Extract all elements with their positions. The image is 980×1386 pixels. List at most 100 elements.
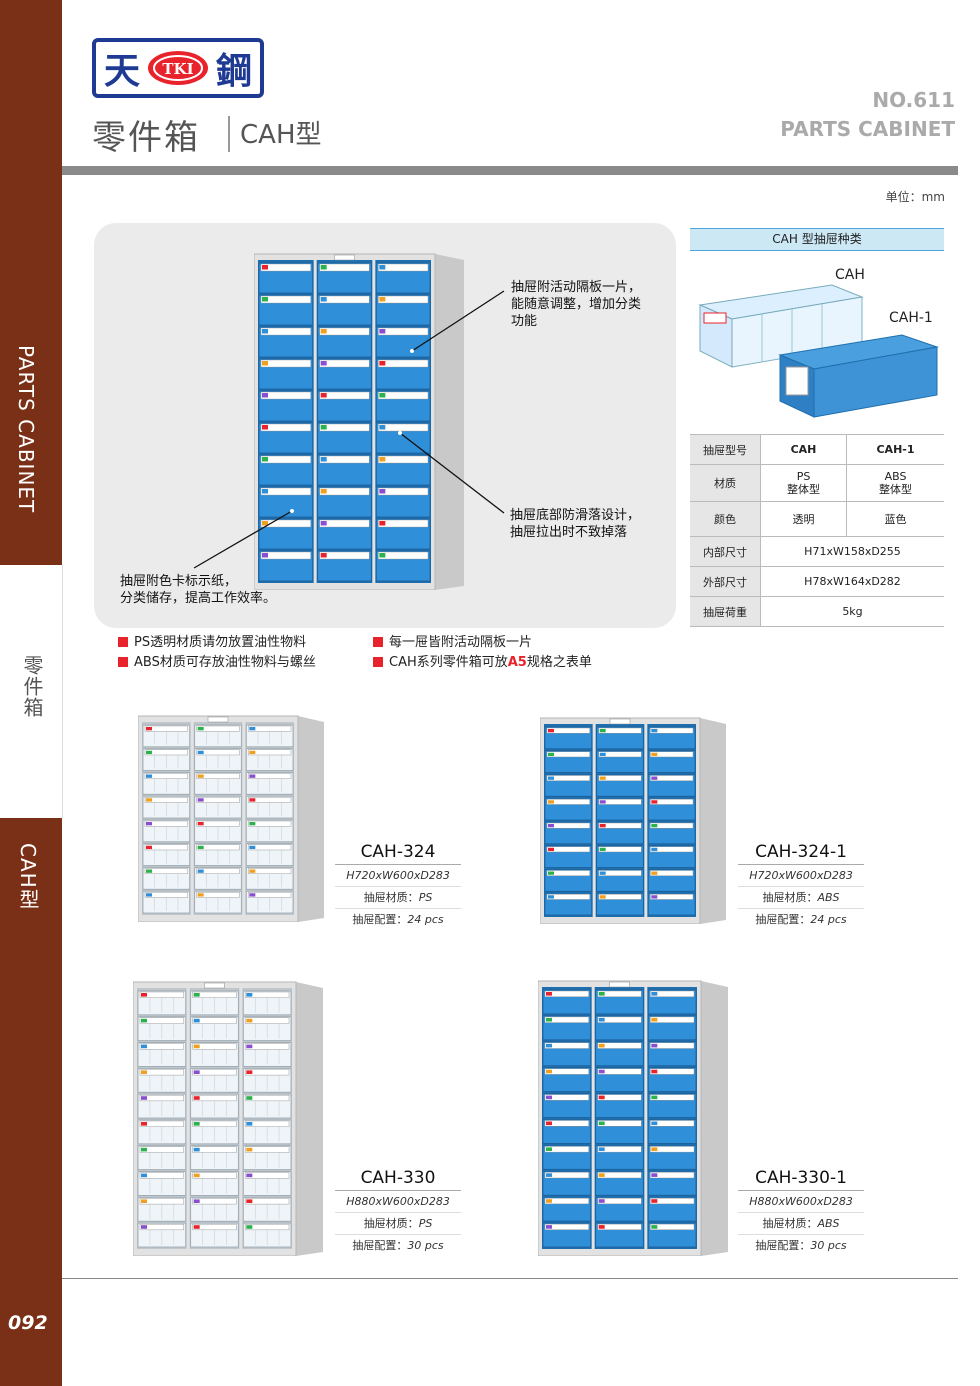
drawer-color-tag: [141, 1018, 147, 1023]
spec-color-cah: 透明: [760, 501, 847, 537]
drawer-label-card: [196, 892, 240, 898]
drawer-types-image: CAH CAH-1: [698, 267, 939, 418]
drawer-color-tag: [197, 798, 204, 802]
note-list-right: 每一屉皆附活动隔板一片 CAH系列零件箱可放A5规格之表单: [373, 633, 592, 673]
drawer-label-card: [650, 846, 694, 853]
drawer-color-tag: [379, 425, 386, 430]
drawer-label-card: [546, 775, 590, 781]
drawer-label-card: [319, 295, 370, 304]
drawer-color-tag: [379, 361, 386, 366]
drawer-color-tag: [651, 824, 658, 828]
table-row: 外部尺寸 H78xW164xD282: [690, 566, 944, 597]
page-subtitle: CAH型: [240, 120, 322, 150]
spec-inner-value: H71xW158xD255: [760, 536, 944, 567]
drawer-color-tag: [320, 489, 327, 494]
drawer-color-tag: [246, 1122, 253, 1126]
drawer-label-card: [245, 991, 290, 998]
drawer-color-tag: [651, 1173, 658, 1177]
config-label: 抽屉配置：: [755, 913, 811, 926]
catalog-name: PARTS CABINET: [780, 117, 955, 141]
drawer-label-card: [378, 423, 429, 432]
drawer-color-tag: [141, 1044, 147, 1049]
drawer-color-tag: [320, 521, 327, 526]
drawer-color-tag: [599, 847, 606, 852]
drawer-color-tag: [141, 1096, 147, 1100]
drawer-label-card: [144, 725, 188, 732]
logo-badge: TKI: [162, 60, 193, 78]
model-size: H880xW600xD283: [738, 1191, 864, 1213]
drawer-color-tag: [197, 869, 204, 873]
drawer-color-tag: [262, 393, 268, 398]
drawer-label-card: [192, 1223, 237, 1231]
drawer-label-card: [248, 892, 292, 898]
drawer-color-tag: [146, 893, 152, 897]
drawer-label-card: [139, 1172, 184, 1179]
drawer-color-tag: [193, 1096, 200, 1100]
header-rule: [62, 166, 958, 175]
model-config: 抽屉配置：30 pcs: [335, 1235, 461, 1256]
drawer-color-tag: [141, 1199, 147, 1204]
drawer-color-tag: [197, 822, 204, 826]
footer-rule: [62, 1278, 958, 1279]
drawer-label-card: [598, 751, 642, 758]
drawer-label-card: [245, 1120, 290, 1127]
drawer-label-card: [196, 868, 240, 874]
table-row: 颜色 透明 蓝色: [690, 501, 944, 537]
drawer-label-card: [319, 551, 370, 560]
drawer-color-tag: [320, 361, 327, 366]
drawer-color-tag: [598, 1069, 605, 1074]
spec-col-cah: CAH: [760, 434, 847, 465]
drawer-label-card: [248, 868, 292, 874]
drawer-color-tag: [246, 1199, 253, 1204]
drawer-color-tag: [262, 265, 268, 270]
material-value: ABS: [817, 1217, 840, 1230]
drawer-color-tag: [651, 871, 658, 875]
drawer-label-card: [546, 727, 590, 734]
callout-color-label: 抽屉附色卡标示纸， 分类储存，提高工作效率。: [120, 574, 277, 606]
table-row: 内部尺寸 H71xW158xD255: [690, 536, 944, 567]
catalog-number: NO.611: [872, 88, 955, 112]
drawer-color-tag: [598, 1173, 605, 1177]
drawer-color-tag: [546, 1225, 552, 1229]
drawer-color-tag: [249, 869, 256, 873]
spec-color-label: 颜色: [690, 501, 761, 537]
drawer-color-tag: [599, 824, 606, 828]
drawer-label-card: [650, 990, 695, 997]
drawer-color-tag: [651, 1069, 658, 1074]
spec-inner-label: 内部尺寸: [690, 536, 761, 567]
drawer-label-card: [378, 359, 429, 368]
drawer-color-tag: [320, 425, 327, 430]
drawer-label-card: [139, 1069, 184, 1076]
drawer-color-tag: [599, 895, 606, 899]
drawer-label-card: [378, 551, 429, 560]
drawer-label-card: [319, 519, 370, 528]
drawer-label-card: [260, 487, 311, 496]
drawer-color-tag: [262, 425, 268, 430]
drawer-color-tag: [262, 521, 268, 526]
drawer-label-card: [319, 263, 370, 272]
drawer-label-card: [319, 423, 370, 432]
note-text: 每一屉皆附活动隔板一片: [389, 635, 533, 650]
drawer-cah1-label: CAH-1: [889, 310, 933, 326]
drawer-color-tag: [599, 776, 606, 780]
drawer-label-card: [139, 1223, 184, 1231]
drawer-label-card: [245, 1172, 290, 1179]
drawer-color-tag: [548, 847, 554, 852]
drawer-label-card: [192, 1043, 237, 1050]
drawer-label-card: [650, 1068, 695, 1075]
drawer-cah-label: CAH: [835, 267, 865, 283]
cabinet-nameplate: [609, 981, 630, 988]
bullet-icon: [373, 657, 383, 667]
list-item: ABS材质可存放油性物料与螺丝: [118, 653, 316, 673]
drawer-label-card: [544, 1146, 589, 1153]
drawer-color-tag: [599, 871, 606, 875]
drawer-label-card: [196, 749, 240, 756]
title-divider: [228, 116, 230, 152]
drawer-color-tag: [197, 727, 204, 731]
drawer-color-tag: [246, 1147, 253, 1152]
drawer-label-card: [597, 1197, 642, 1205]
drawer-label-card: [260, 519, 311, 528]
drawer-label-card: [650, 894, 694, 900]
drawer-color-tag: [548, 729, 554, 733]
drawer-label-card: [597, 990, 642, 997]
